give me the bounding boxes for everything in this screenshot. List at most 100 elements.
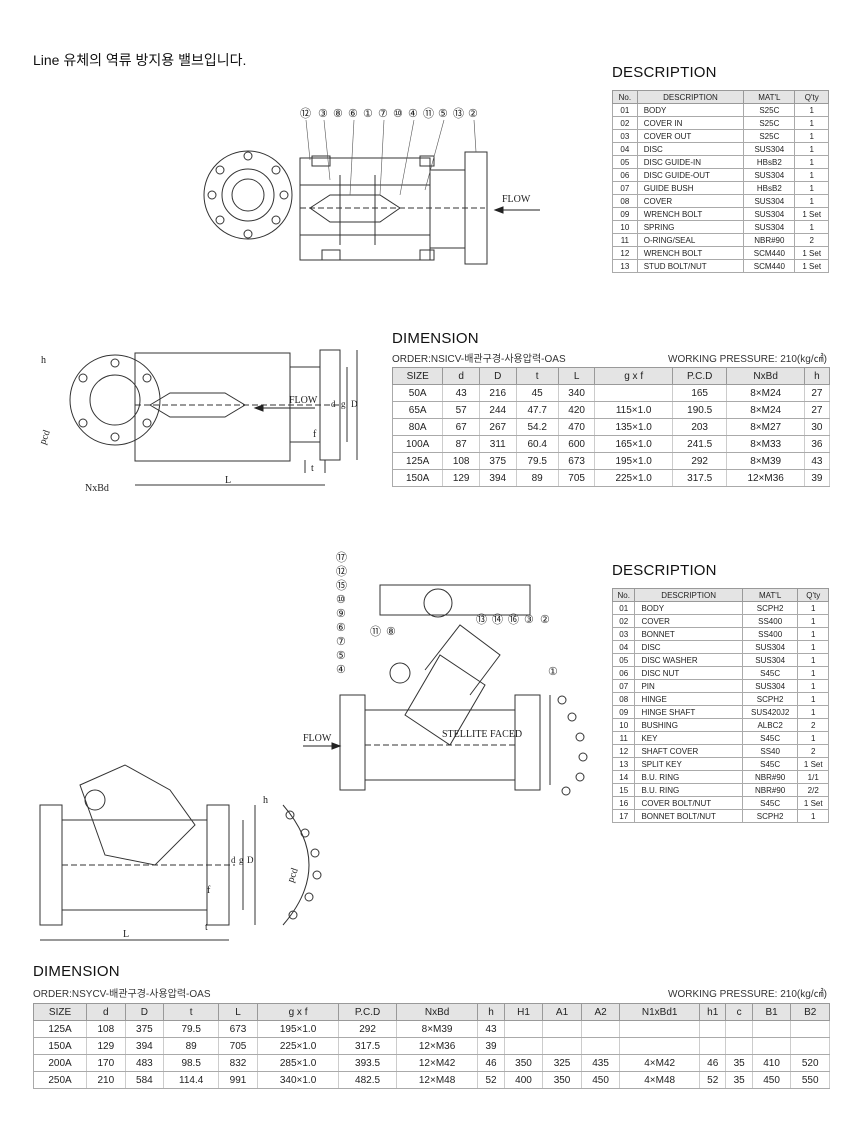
dim2-label-f: f — [207, 885, 211, 896]
table-cell: SCM440 — [743, 246, 796, 260]
table-cell: 12×M36 — [396, 1037, 479, 1055]
table-cell — [542, 1037, 582, 1055]
table-cell — [790, 1037, 830, 1055]
table-cell: O-RING/SEAL — [637, 233, 745, 247]
table-cell: 470 — [558, 418, 596, 436]
table-cell: 165×1.0 — [594, 435, 673, 453]
table-cell: 11 — [611, 731, 636, 745]
ycallout-17: ⑰ — [336, 551, 347, 564]
table-cell: 1 — [797, 653, 829, 667]
table-cell: SPLIT KEY — [634, 757, 743, 771]
table-cell: 292 — [672, 452, 728, 470]
table-cell: BONNET — [634, 627, 743, 641]
table-cell: WRENCH BOLT — [637, 246, 745, 260]
dim-label-pcd: pcd — [37, 429, 52, 446]
column-header: Q'ty — [794, 90, 829, 104]
column-header: h — [477, 1003, 505, 1021]
flow-label-3: FLOW — [303, 733, 332, 744]
table-cell: 520 — [790, 1054, 830, 1072]
table-cell: 2 — [794, 233, 829, 247]
table-cell: 06 — [612, 168, 638, 182]
table-cell: DISC GUIDE-OUT — [637, 168, 745, 182]
dimension-drawing-1: h pcd NxBd L t f d g D FLOW — [37, 349, 358, 494]
table-cell: 1 Set — [797, 757, 829, 771]
table-cell: 482.5 — [338, 1071, 397, 1089]
stellite-faced-label: STELLITE FACED — [442, 729, 522, 740]
table-cell: 317.5 — [672, 469, 728, 487]
table-cell: COVER IN — [637, 116, 745, 130]
table-cell: 150A — [391, 469, 444, 487]
table-cell: 705 — [558, 469, 596, 487]
table-cell: 8×M24 — [726, 401, 805, 419]
table-cell: 01 — [611, 601, 636, 615]
column-header: NxBd — [726, 367, 805, 385]
table-cell: 195×1.0 — [257, 1020, 340, 1038]
table-cell: S45C — [742, 796, 799, 810]
working-pressure-1: WORKING PRESSURE: 210(kg/㎠) — [668, 354, 827, 365]
ycallout-9: ⑨ — [336, 608, 346, 620]
ycallout-5: ⑤ — [336, 650, 346, 662]
table-cell: SUS304 — [742, 640, 799, 654]
table-cell: SUS304 — [743, 220, 796, 234]
dim-label-t: t — [311, 463, 314, 474]
table-cell: 115×1.0 — [594, 401, 673, 419]
table-cell: HBsB2 — [743, 181, 796, 195]
callout-8: ⑧ — [333, 108, 343, 120]
table-cell: 1 — [797, 809, 829, 823]
ycallout-11: ⑪ — [370, 625, 381, 638]
table-cell: SS40 — [742, 744, 799, 758]
table-cell: COVER OUT — [637, 129, 745, 143]
column-header: A2 — [580, 1003, 621, 1021]
table-cell: 108 — [86, 1020, 126, 1038]
column-header: D — [478, 367, 517, 385]
table-cell: HBsB2 — [743, 155, 796, 169]
column-header: No. — [611, 588, 636, 602]
table-cell: 400 — [504, 1071, 544, 1089]
table-cell — [594, 384, 673, 402]
table-cell: 203 — [672, 418, 728, 436]
table-cell: 1 — [797, 627, 829, 641]
table-cell: 12×M36 — [726, 469, 805, 487]
table-cell: 375 — [479, 452, 517, 470]
table-cell: B.U. RING — [634, 770, 743, 784]
dim2-label-d: d — [231, 855, 236, 865]
dim2-label-h: h — [263, 795, 268, 806]
table-cell: 325 — [542, 1054, 582, 1072]
table-cell: 07 — [611, 679, 636, 693]
table-cell: 8×M39 — [726, 452, 805, 470]
table-cell: 394 — [479, 469, 517, 487]
table-cell: 673 — [558, 452, 596, 470]
table-cell: 1 — [797, 692, 829, 706]
check-valve-section-drawing: ⑫ ③ ⑧ ⑥ ① ⑦ ⑩ ④ ⑪ ⑤ ⑬ ② FLOW — [203, 107, 540, 265]
callout-3: ③ — [318, 108, 328, 120]
table-cell: SUS304 — [743, 142, 796, 156]
dim-label-d: d — [331, 399, 336, 409]
table-cell: 991 — [218, 1071, 258, 1089]
table-cell: 46 — [477, 1054, 505, 1072]
column-header: A1 — [542, 1003, 582, 1021]
table-cell: 02 — [612, 116, 638, 130]
table-cell: S25C — [743, 129, 796, 143]
table-cell: 8×M24 — [726, 384, 805, 402]
table-cell: HINGE — [634, 692, 743, 706]
table-cell: 03 — [611, 627, 636, 641]
column-header: DESCRIPTION — [636, 90, 745, 104]
table-cell: 27 — [804, 401, 831, 419]
table-cell: 1/1 — [797, 770, 829, 784]
column-header: c — [725, 1003, 753, 1021]
table-cell: 8×M39 — [396, 1020, 479, 1038]
table-cell: 125A — [391, 452, 444, 470]
table-cell: 57 — [442, 401, 480, 419]
table-cell: 12×M48 — [396, 1071, 479, 1089]
table-cell: 108 — [442, 452, 480, 470]
table-cell: 100A — [391, 435, 444, 453]
table-cell: 4×M42 — [619, 1054, 701, 1072]
table-cell: 67 — [442, 418, 480, 436]
